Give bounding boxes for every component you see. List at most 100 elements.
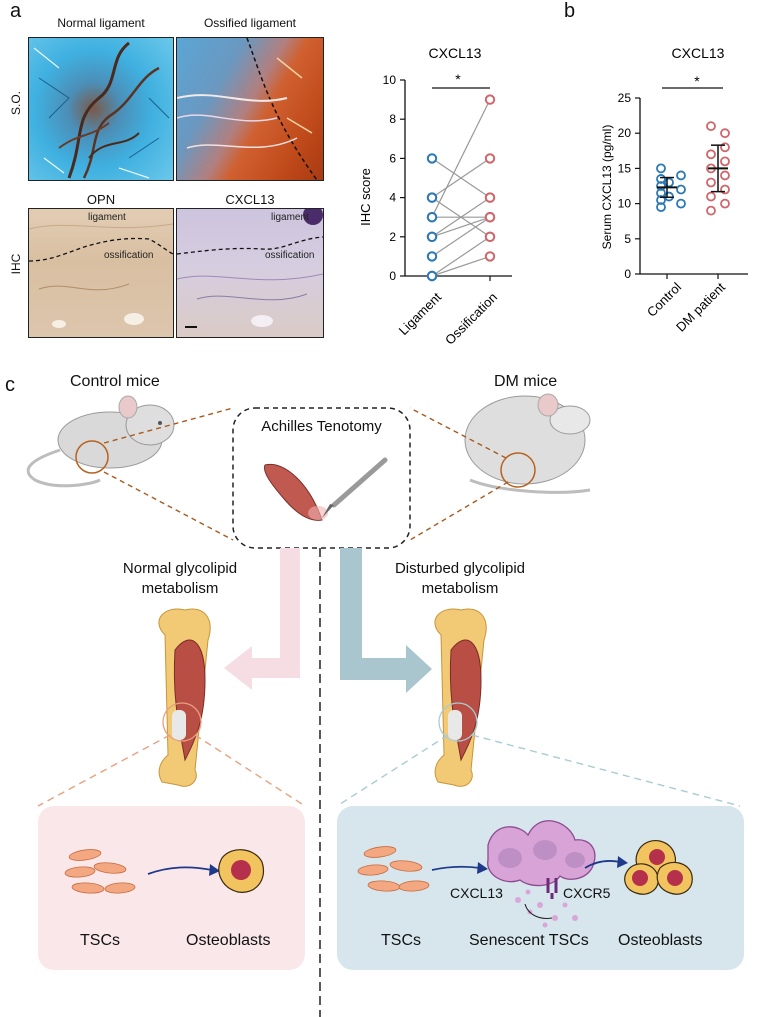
panel-label-c: c <box>5 374 15 396</box>
micrograph-ihc-opn <box>28 208 174 338</box>
micrograph-ihc-opn-texture <box>29 223 173 328</box>
chart-b-ytick-label: 0 <box>624 267 631 281</box>
chart-a-pair-line <box>431 216 491 257</box>
chart-a-lines <box>431 99 491 277</box>
normal-outcome-box <box>38 806 305 970</box>
chart-a-pair-line <box>431 157 491 199</box>
chart-b-point <box>664 177 674 188</box>
micro-title-normal-ligament: Normal ligament <box>57 16 145 30</box>
chart-a-ylabel: IHC score <box>358 168 373 226</box>
chart-b-ytick-label: 5 <box>624 232 631 246</box>
scalpel-icon <box>322 457 388 518</box>
chart-a-ytick-label: 2 <box>389 230 396 244</box>
chart-b-axes: 0 5 10 15 20 25 <box>618 87 748 281</box>
chart-a-ytick-label: 8 <box>389 112 396 126</box>
osteoblast-normal-icon <box>218 849 264 893</box>
chart-b-point <box>706 121 716 132</box>
label-osteoblasts-normal: Osteoblasts <box>186 932 271 949</box>
chart-b-point <box>656 163 666 174</box>
micrograph-so-ossified-texture <box>177 38 318 180</box>
arrow-feedback <box>524 903 553 919</box>
chart-b-points <box>656 121 730 216</box>
chart-a-point-ligament <box>426 192 438 203</box>
cxcl13-inset-ossification: ossification <box>265 250 315 261</box>
label-cxcr5-receptor: CXCR5 <box>563 885 611 901</box>
chart-a-point-ossification <box>484 192 496 203</box>
label-control-mice: Control mice <box>70 373 160 390</box>
chart-b-point <box>706 205 716 216</box>
micrograph-ihc-cxcl13-texture <box>177 209 323 328</box>
panel-label-b: b <box>564 0 576 22</box>
arrow-to-osteoblast-disturbed <box>584 860 621 869</box>
micro-title-cxcl13: CXCL13 <box>225 192 275 207</box>
chart-a-pair-line <box>431 99 491 218</box>
chart-b-point <box>706 149 716 160</box>
chart-b-point <box>720 184 730 195</box>
chart-b-point <box>720 128 730 139</box>
dm-mouse-icon <box>464 393 591 494</box>
arrow-normal <box>224 548 300 690</box>
chart-a-point-ligament <box>426 270 438 282</box>
chart-b-ytick-label: 25 <box>618 91 632 105</box>
chart-a-ytick-label: 10 <box>383 73 397 87</box>
chart-b-significance: * <box>694 73 700 89</box>
chart-b-point <box>656 181 666 191</box>
micrograph-so-normal-texture <box>33 41 170 179</box>
zoom-lines-normal <box>37 734 306 807</box>
bone-normal-icon <box>158 608 211 787</box>
arrow-to-osteoblast-normal <box>147 866 213 875</box>
row-label-so: S.O. <box>9 91 23 116</box>
chart-b-point <box>656 195 666 205</box>
row-label-ihc: IHC <box>9 253 23 275</box>
chart-a-ytick-label: 4 <box>389 191 396 205</box>
chart-a-pair-line <box>431 255 491 277</box>
label-cxcl13-ligand: CXCL13 <box>450 885 503 901</box>
chart-a-point-ossification <box>484 153 496 164</box>
arrow-to-senescent <box>431 865 481 871</box>
opn-inset-ossification: ossification <box>104 250 154 261</box>
tscs-cells-disturbed-icon <box>357 846 430 892</box>
chart-a-pair-line <box>431 197 491 238</box>
chart-a-point-ligament <box>426 212 438 223</box>
micro-title-ossified-ligament: Ossified ligament <box>203 16 297 30</box>
chart-a-pair-line <box>431 236 491 277</box>
chart-a-point-ossification <box>484 251 496 262</box>
micrograph-ihc-cxcl13 <box>176 208 324 338</box>
chart-a-ytick-label: 0 <box>389 269 396 283</box>
label-surgery: Achilles Tenotomy <box>261 418 382 435</box>
chart-a-ytick-label: 6 <box>389 151 396 165</box>
chart-b-ytick-label: 15 <box>618 161 632 175</box>
micrograph-so-ossified <box>176 37 324 181</box>
label-tscs-disturbed: TSCs <box>381 932 421 949</box>
chart-b-point <box>656 174 666 184</box>
label-osteoblasts-disturbed: Osteoblasts <box>618 932 703 949</box>
chart-b-point <box>706 191 716 202</box>
surgery-box <box>232 407 411 549</box>
chart-b-point <box>720 198 730 209</box>
chart-a-point-ossification <box>484 231 496 243</box>
cxcl13-inset-ligament: ligament <box>271 212 309 223</box>
label-disturbed-metabolism-2: metabolism <box>421 580 499 597</box>
schematic <box>26 393 744 1017</box>
chart-a-pair-line <box>431 216 491 238</box>
connector-lines <box>103 407 509 541</box>
chart-b-point <box>706 177 716 188</box>
label-tscs-normal: TSCs <box>80 932 120 949</box>
tscs-cells-normal-icon <box>64 849 136 894</box>
chart-b-title: CXCL13 <box>672 45 725 61</box>
chart-a-xtick-ligament: Ligament <box>396 289 445 338</box>
senescent-cells-icon <box>487 820 596 899</box>
chart-a-axes: 0 2 4 6 8 10 <box>383 73 512 283</box>
chart-b-ytick-label: 10 <box>618 197 632 211</box>
label-normal-metabolism-1: Normal glycolipid <box>122 560 238 577</box>
chart-a-point-ossification <box>484 94 496 105</box>
chart-b-point <box>720 142 730 153</box>
chart-b-errorbars <box>657 144 728 199</box>
chart-b-ytick-label: 20 <box>618 126 632 140</box>
zoom-lines-disturbed <box>336 734 741 807</box>
chart-b-ylabel: Serum CXCL13 (pg/ml) <box>600 125 614 250</box>
chart-b-point <box>676 170 686 181</box>
label-dm-mice: DM mice <box>494 373 558 390</box>
